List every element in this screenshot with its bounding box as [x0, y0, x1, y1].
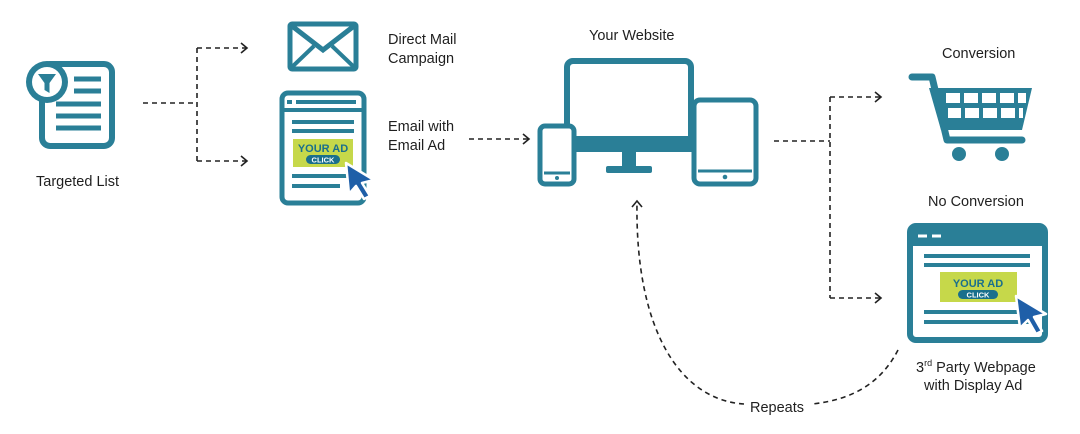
envelope-icon [287, 21, 359, 72]
email-ad-label-line2: Email Ad [388, 138, 445, 154]
third-party-label-line1: 3rd Party Webpage [916, 358, 1036, 376]
no-conversion-label: No Conversion [928, 194, 1024, 210]
direct-mail-label-line2: Campaign [388, 51, 454, 67]
shopping-cart-icon [908, 73, 1032, 161]
display-ad-text: YOUR AD [953, 278, 1003, 290]
conversion-label: Conversion [942, 46, 1015, 62]
display-ad-click: CLICK [967, 291, 990, 300]
website-label: Your Website [589, 28, 674, 44]
filter-list-icon [26, 61, 115, 149]
cursor-icon [1014, 294, 1048, 336]
cursor-icon [344, 161, 376, 201]
connector-repeats-loop [631, 199, 899, 405]
connector-list-to-channels [143, 42, 249, 167]
display-ad-webpage-icon: YOUR AD CLICK [907, 223, 1048, 343]
email-ad-click: CLICK [312, 156, 335, 165]
third-party-label-line2: with Display Ad [923, 378, 1022, 394]
targeted-list-label: Targeted List [36, 174, 119, 190]
connector-website-to-outcomes [774, 91, 883, 304]
repeats-label: Repeats [750, 400, 804, 416]
devices-icon [537, 58, 759, 187]
email-ad-text: YOUR AD [298, 143, 348, 155]
direct-mail-label-line1: Direct Mail [388, 32, 456, 48]
connector-email-to-website [469, 133, 531, 145]
email-ad-icon: YOUR AD CLICK [279, 90, 367, 206]
email-ad-label-line1: Email with [388, 119, 454, 135]
